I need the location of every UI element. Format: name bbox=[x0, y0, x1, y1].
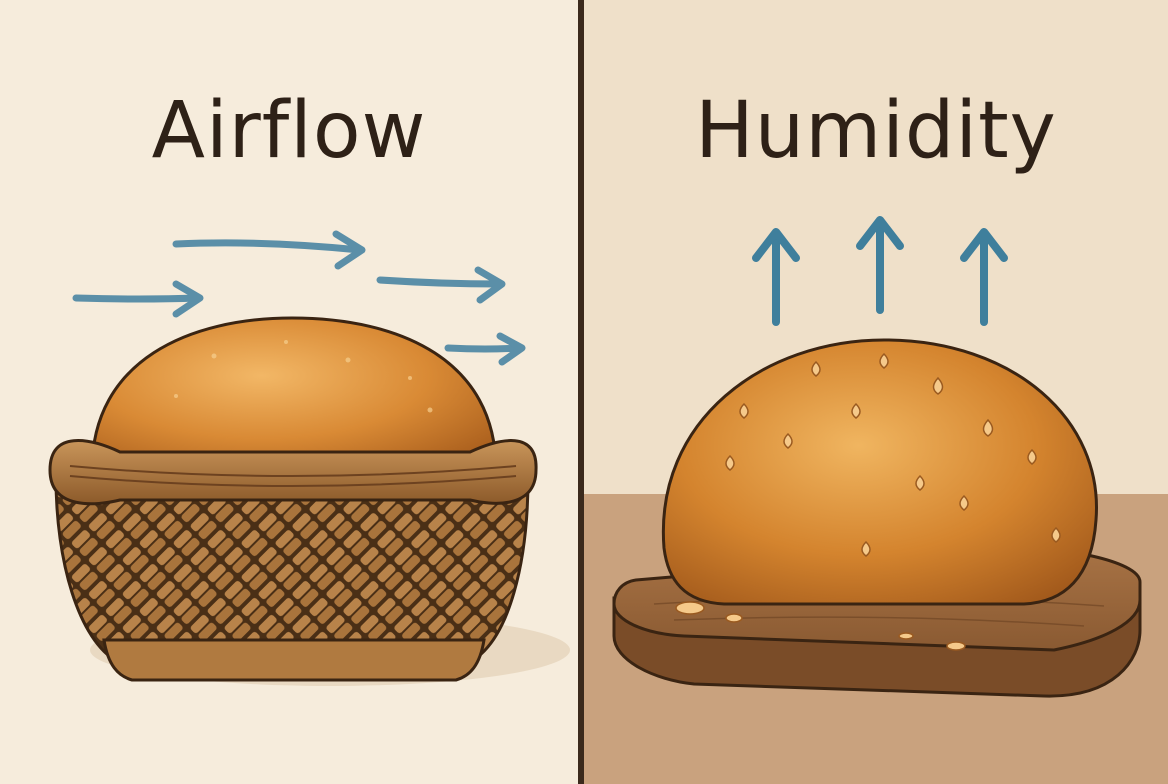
droplet-icon bbox=[1027, 448, 1037, 465]
droplet-icon bbox=[739, 402, 749, 419]
board-droplet-icon bbox=[725, 613, 743, 623]
droplet-icon bbox=[879, 352, 889, 369]
droplet-icon bbox=[932, 376, 944, 395]
droplet-icon bbox=[861, 540, 871, 557]
basket-base bbox=[102, 638, 486, 682]
bread-texture bbox=[174, 340, 433, 413]
droplet-icon bbox=[959, 494, 969, 511]
droplet-icon bbox=[851, 402, 861, 419]
humidity-title: Humidity bbox=[695, 86, 1057, 176]
humidity-panel: Humidity bbox=[584, 0, 1168, 784]
droplet-icon bbox=[725, 454, 735, 471]
droplet-icon bbox=[783, 432, 793, 449]
airflow-arrow-icon bbox=[72, 280, 204, 318]
humidity-arrows bbox=[752, 216, 1008, 326]
rim-braid bbox=[69, 465, 517, 487]
droplet-icon bbox=[982, 418, 994, 437]
droplet-icon bbox=[915, 474, 925, 491]
airflow-arrow-icon bbox=[444, 332, 526, 366]
airflow-arrows bbox=[72, 230, 526, 366]
droplet-icon bbox=[1051, 526, 1061, 543]
basket-rim bbox=[48, 439, 538, 506]
wicker-basket-icon bbox=[54, 476, 530, 664]
airflow-title: Airflow bbox=[151, 86, 427, 176]
board-droplet-icon bbox=[946, 641, 966, 651]
moisture-droplets bbox=[675, 352, 1061, 651]
board-droplet-icon bbox=[675, 601, 705, 615]
humidity-arrow-icon bbox=[752, 228, 800, 326]
bread-loaf-icon bbox=[661, 338, 1098, 606]
droplet-icon bbox=[811, 360, 821, 377]
airflow-arrow-icon bbox=[376, 266, 506, 304]
panel-divider bbox=[578, 0, 584, 784]
board-droplet-icon bbox=[898, 632, 914, 640]
airflow-scene bbox=[48, 230, 570, 686]
bread-loaf-icon bbox=[90, 316, 498, 472]
humidity-scene bbox=[584, 216, 1168, 784]
airflow-panel: Airflow bbox=[0, 0, 578, 784]
humidity-arrow-icon bbox=[856, 216, 904, 314]
airflow-arrow-icon bbox=[172, 230, 366, 270]
humidity-arrow-icon bbox=[960, 228, 1008, 326]
